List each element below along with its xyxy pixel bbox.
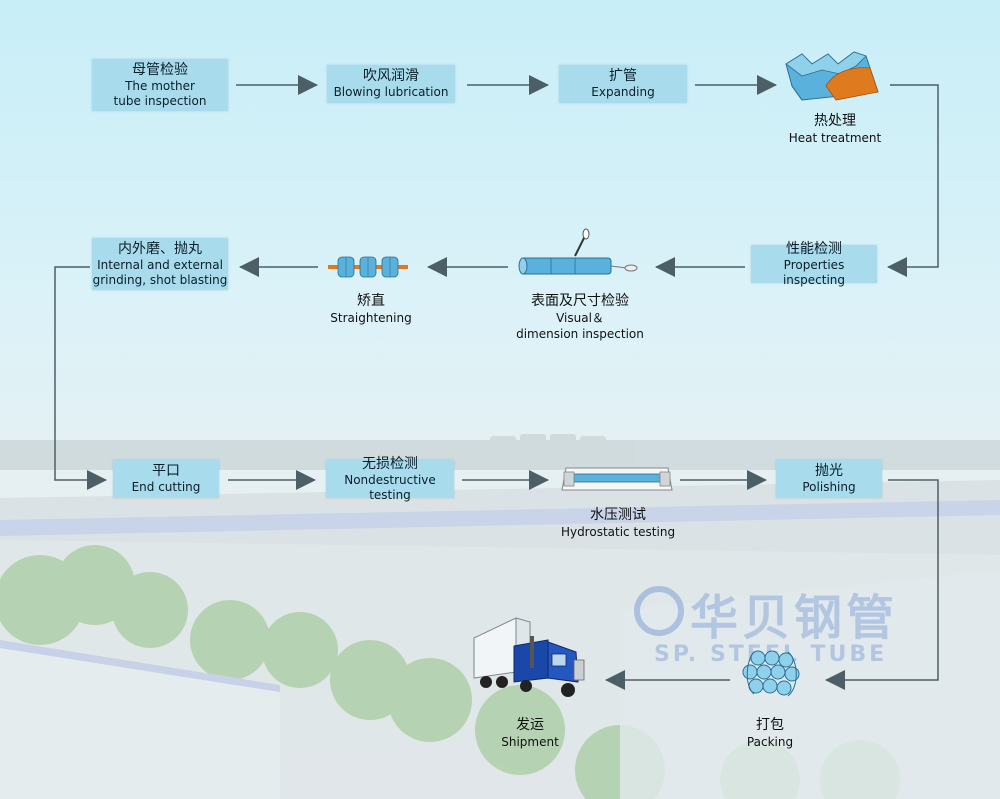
step-end-cutting: 平口 End cutting bbox=[113, 460, 219, 498]
step-straightening: 矫直 Straightening bbox=[316, 292, 426, 326]
step-label-zh: 表面及尺寸检验 bbox=[531, 293, 629, 309]
step-label-en: Properties inspecting bbox=[782, 257, 846, 287]
heat-treatment-furnace-icon bbox=[785, 51, 879, 101]
step-label-en: Internal and external bbox=[97, 257, 223, 272]
step-polishing: 抛光 Polishing bbox=[776, 460, 882, 498]
step-label-zh: 吹风润滑 bbox=[363, 68, 419, 84]
step-label-en: The mother bbox=[125, 78, 195, 93]
step-shipment: 发运 Shipment bbox=[480, 716, 580, 750]
step-label-en: dimension inspection bbox=[516, 327, 644, 341]
step-visual-dimension-inspection: 表面及尺寸检验 Visual＆ dimension inspection bbox=[500, 292, 660, 342]
step-label-zh: 水压测试 bbox=[590, 507, 646, 523]
step-label-en: End cutting bbox=[131, 480, 201, 494]
packed-pipe-bundle-icon bbox=[742, 650, 800, 697]
step-label-en: Expanding bbox=[591, 85, 655, 99]
step-label-en: grinding, shot blasting bbox=[92, 272, 228, 287]
step-label-en: Polishing bbox=[802, 480, 856, 494]
step-label-en: Packing bbox=[746, 735, 794, 749]
straightening-rollers-icon bbox=[328, 256, 408, 278]
step-mother-tube-inspection: 母管检验 The mother tube inspection bbox=[92, 59, 228, 111]
logo-emblem-icon bbox=[634, 586, 684, 636]
step-label-zh: 抛光 bbox=[815, 463, 843, 479]
step-label-zh: 矫直 bbox=[357, 293, 385, 309]
step-label-zh: 热处理 bbox=[814, 113, 856, 129]
step-label-en: Heat treatment bbox=[788, 131, 882, 145]
step-label-en: Blowing lubrication bbox=[333, 85, 449, 99]
delivery-truck-icon bbox=[473, 617, 585, 697]
step-label-zh: 平口 bbox=[152, 463, 180, 479]
step-label-zh: 内外磨、抛丸 bbox=[118, 240, 202, 257]
step-label-en: Visual＆ bbox=[556, 311, 604, 325]
logo-chinese-text: 华贝钢管 bbox=[690, 590, 899, 646]
step-label-en: Straightening bbox=[330, 311, 412, 325]
step-label-zh: 扩管 bbox=[609, 68, 637, 84]
step-properties-inspecting: 性能检测 Properties inspecting bbox=[751, 241, 877, 287]
step-expanding: 扩管 Expanding bbox=[559, 65, 687, 103]
step-hydrostatic-testing: 水压测试 Hydrostatic testing bbox=[548, 506, 688, 540]
step-blowing-lubrication: 吹风润滑 Blowing lubrication bbox=[327, 65, 455, 103]
step-label-en: Nondestructive testing bbox=[344, 472, 436, 502]
step-packing: 打包 Packing bbox=[720, 716, 820, 750]
step-label-zh: 发运 bbox=[516, 717, 544, 733]
step-internal-external-grinding: 内外磨、抛丸 Internal and external grinding, s… bbox=[92, 238, 228, 290]
step-nondestructive-testing: 无损检测 Nondestructive testing bbox=[326, 456, 454, 502]
step-label-zh: 性能检测 bbox=[786, 240, 842, 257]
step-label-en: Shipment bbox=[501, 735, 559, 749]
step-label-zh: 母管检验 bbox=[132, 61, 188, 78]
hydrostatic-test-bench-icon bbox=[561, 467, 673, 491]
visual-inspection-pipe-icon bbox=[518, 228, 638, 275]
step-label-en: tube inspection bbox=[113, 93, 207, 108]
step-label-zh: 打包 bbox=[756, 717, 784, 733]
step-label-en: Hydrostatic testing bbox=[560, 525, 676, 539]
step-label-zh: 无损检测 bbox=[362, 455, 418, 472]
step-heat-treatment: 热处理 Heat treatment bbox=[770, 112, 900, 146]
